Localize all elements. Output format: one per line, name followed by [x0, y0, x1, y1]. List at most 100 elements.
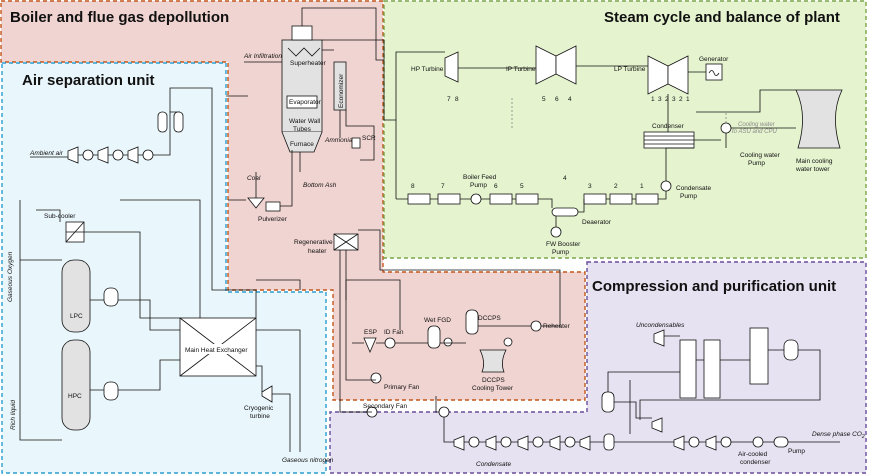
primary-fan [370, 372, 382, 384]
co2-compressor-4 [549, 435, 561, 451]
dccps-vessel [465, 309, 479, 335]
dense-phase-subscript: 2 [861, 434, 865, 440]
heater-num-8: 8 [411, 183, 415, 190]
ip-tap-4: 4 [568, 96, 572, 103]
gaseous-oxygen-label: Gaseous Oxygen [7, 251, 14, 302]
regen-label-1: Regenerative [294, 239, 333, 246]
co2-pump [773, 436, 789, 448]
cpu-inlet-fan [438, 406, 450, 418]
esp-unit [363, 337, 377, 354]
air-infiltration-label: Air Infiltration [243, 53, 282, 60]
lp-tap-1: 1 [651, 96, 655, 103]
heater-num-6: 6 [494, 183, 498, 190]
lp-tap-3: 3 [658, 96, 662, 103]
condenser-tubes [644, 135, 694, 145]
heater-num-7: 7 [441, 183, 445, 190]
lp-tap-2: 2 [665, 96, 669, 103]
feedwater-piping [395, 51, 694, 227]
fgd-pump [443, 337, 453, 347]
water-wall-label-2: Tubes [293, 126, 312, 133]
ip-tap-6: 6 [555, 96, 559, 103]
hpc-column [61, 339, 91, 431]
pulverizer-unit [265, 201, 281, 212]
rich-liquid-label: Rich liquid [10, 400, 17, 430]
cpu-dryer [601, 391, 615, 413]
zone-title-boiler: Boiler and flue gas depollution [10, 9, 229, 26]
heater-num-1: 1 [640, 183, 644, 190]
zone-steam [383, 0, 867, 259]
zone-title-steam: Steam cycle and balance of plant [604, 9, 840, 26]
dense-compressor-2 [705, 435, 717, 451]
coal-label: Coal [247, 175, 261, 182]
evaporator-label: Evaporator [289, 99, 322, 106]
lp-turbine-label: LP Turbine [614, 66, 646, 73]
dense-phase-text: Dense phase CO [812, 431, 862, 438]
fw-booster-label-1: FW Booster [546, 241, 581, 248]
mhx-label: Main Heat Exchanger [185, 347, 248, 354]
asu-piping [19, 87, 301, 452]
deaerator-label: Deaerator [582, 219, 612, 226]
main-tower-label-1: Main cooling [796, 158, 833, 165]
ip-turbine-label: IP Turbine [506, 66, 536, 73]
fw-heater-1 [635, 193, 659, 205]
mhx-label-bg [182, 344, 254, 354]
cpu-flash-drum [783, 339, 799, 361]
co2-compressor-1 [453, 435, 465, 451]
asu-reboiler-1 [103, 287, 119, 307]
co2-intercooler-1 [468, 436, 480, 448]
primary-fan-label: Primary Fan [384, 384, 420, 391]
steam-cycle-block: HP Turbine IP Turbine LP Turbine Generat… [395, 45, 843, 256]
cw-pump-label-1: Cooling water [740, 152, 781, 159]
fw-heater-6 [489, 193, 513, 205]
scr-unit [351, 137, 361, 149]
dccps-pump [503, 337, 513, 347]
steam-piping [458, 65, 796, 148]
evaporator-box [286, 95, 318, 109]
esp-label: ESP [364, 329, 377, 336]
ammonia-label: Ammonia [324, 137, 353, 144]
scr-label: SCR [362, 135, 376, 142]
lp-turbine-b [667, 55, 689, 95]
dccps-label: DCCPS [478, 315, 501, 322]
fw-booster-label-2: Pump [552, 249, 569, 256]
secondary-fan-label: Secondary Fan [363, 403, 407, 410]
air-compressor-1 [67, 146, 79, 164]
superheater-coil [287, 47, 321, 57]
wet-fgd-vessel [427, 325, 441, 349]
lp-tap-3b: 3 [672, 96, 676, 103]
air-compressor-3 [127, 146, 139, 164]
air-cooled-condenser [752, 436, 764, 448]
superheater-label: Superheater [290, 60, 327, 67]
gaseous-nitrogen-label: Gaseous nitrogen [282, 457, 334, 464]
fw-heater-7 [437, 193, 461, 205]
ip-tap-5: 5 [542, 96, 546, 103]
boiler-piping [255, 49, 561, 413]
boiler-hopper [281, 131, 323, 153]
dense-phase-train [673, 435, 789, 451]
air-intercooler-2 [112, 149, 124, 161]
dense-cooler-1 [688, 436, 700, 448]
ip-turbine-b [555, 45, 577, 85]
co2-compressor-3 [517, 435, 529, 451]
zone-boiler [0, 0, 586, 401]
air-purifier-b [173, 111, 184, 133]
fw-heater-3 [583, 193, 607, 205]
pump-label: Pump [788, 448, 805, 455]
lpc-column [61, 259, 91, 333]
hp-tap-7: 7 [447, 96, 451, 103]
cooling-water-pump [720, 122, 732, 134]
zone-title-asu: Air separation unit [22, 72, 155, 89]
economizer-label: Economizer [338, 73, 345, 108]
boiler-top [291, 25, 313, 41]
dccps-tower-label-1: DCCPS [482, 377, 505, 384]
bfp-label-1: Boiler Feed [463, 174, 497, 181]
generator-sine-icon [708, 70, 720, 76]
asu-reboiler-2 [103, 381, 119, 401]
main-cooling-tower [795, 89, 843, 149]
fw-heater-5 [515, 193, 539, 205]
lp-tap-1b: 1 [686, 96, 690, 103]
regen-cross [333, 233, 359, 251]
reheater-label: Reheater [543, 323, 571, 330]
